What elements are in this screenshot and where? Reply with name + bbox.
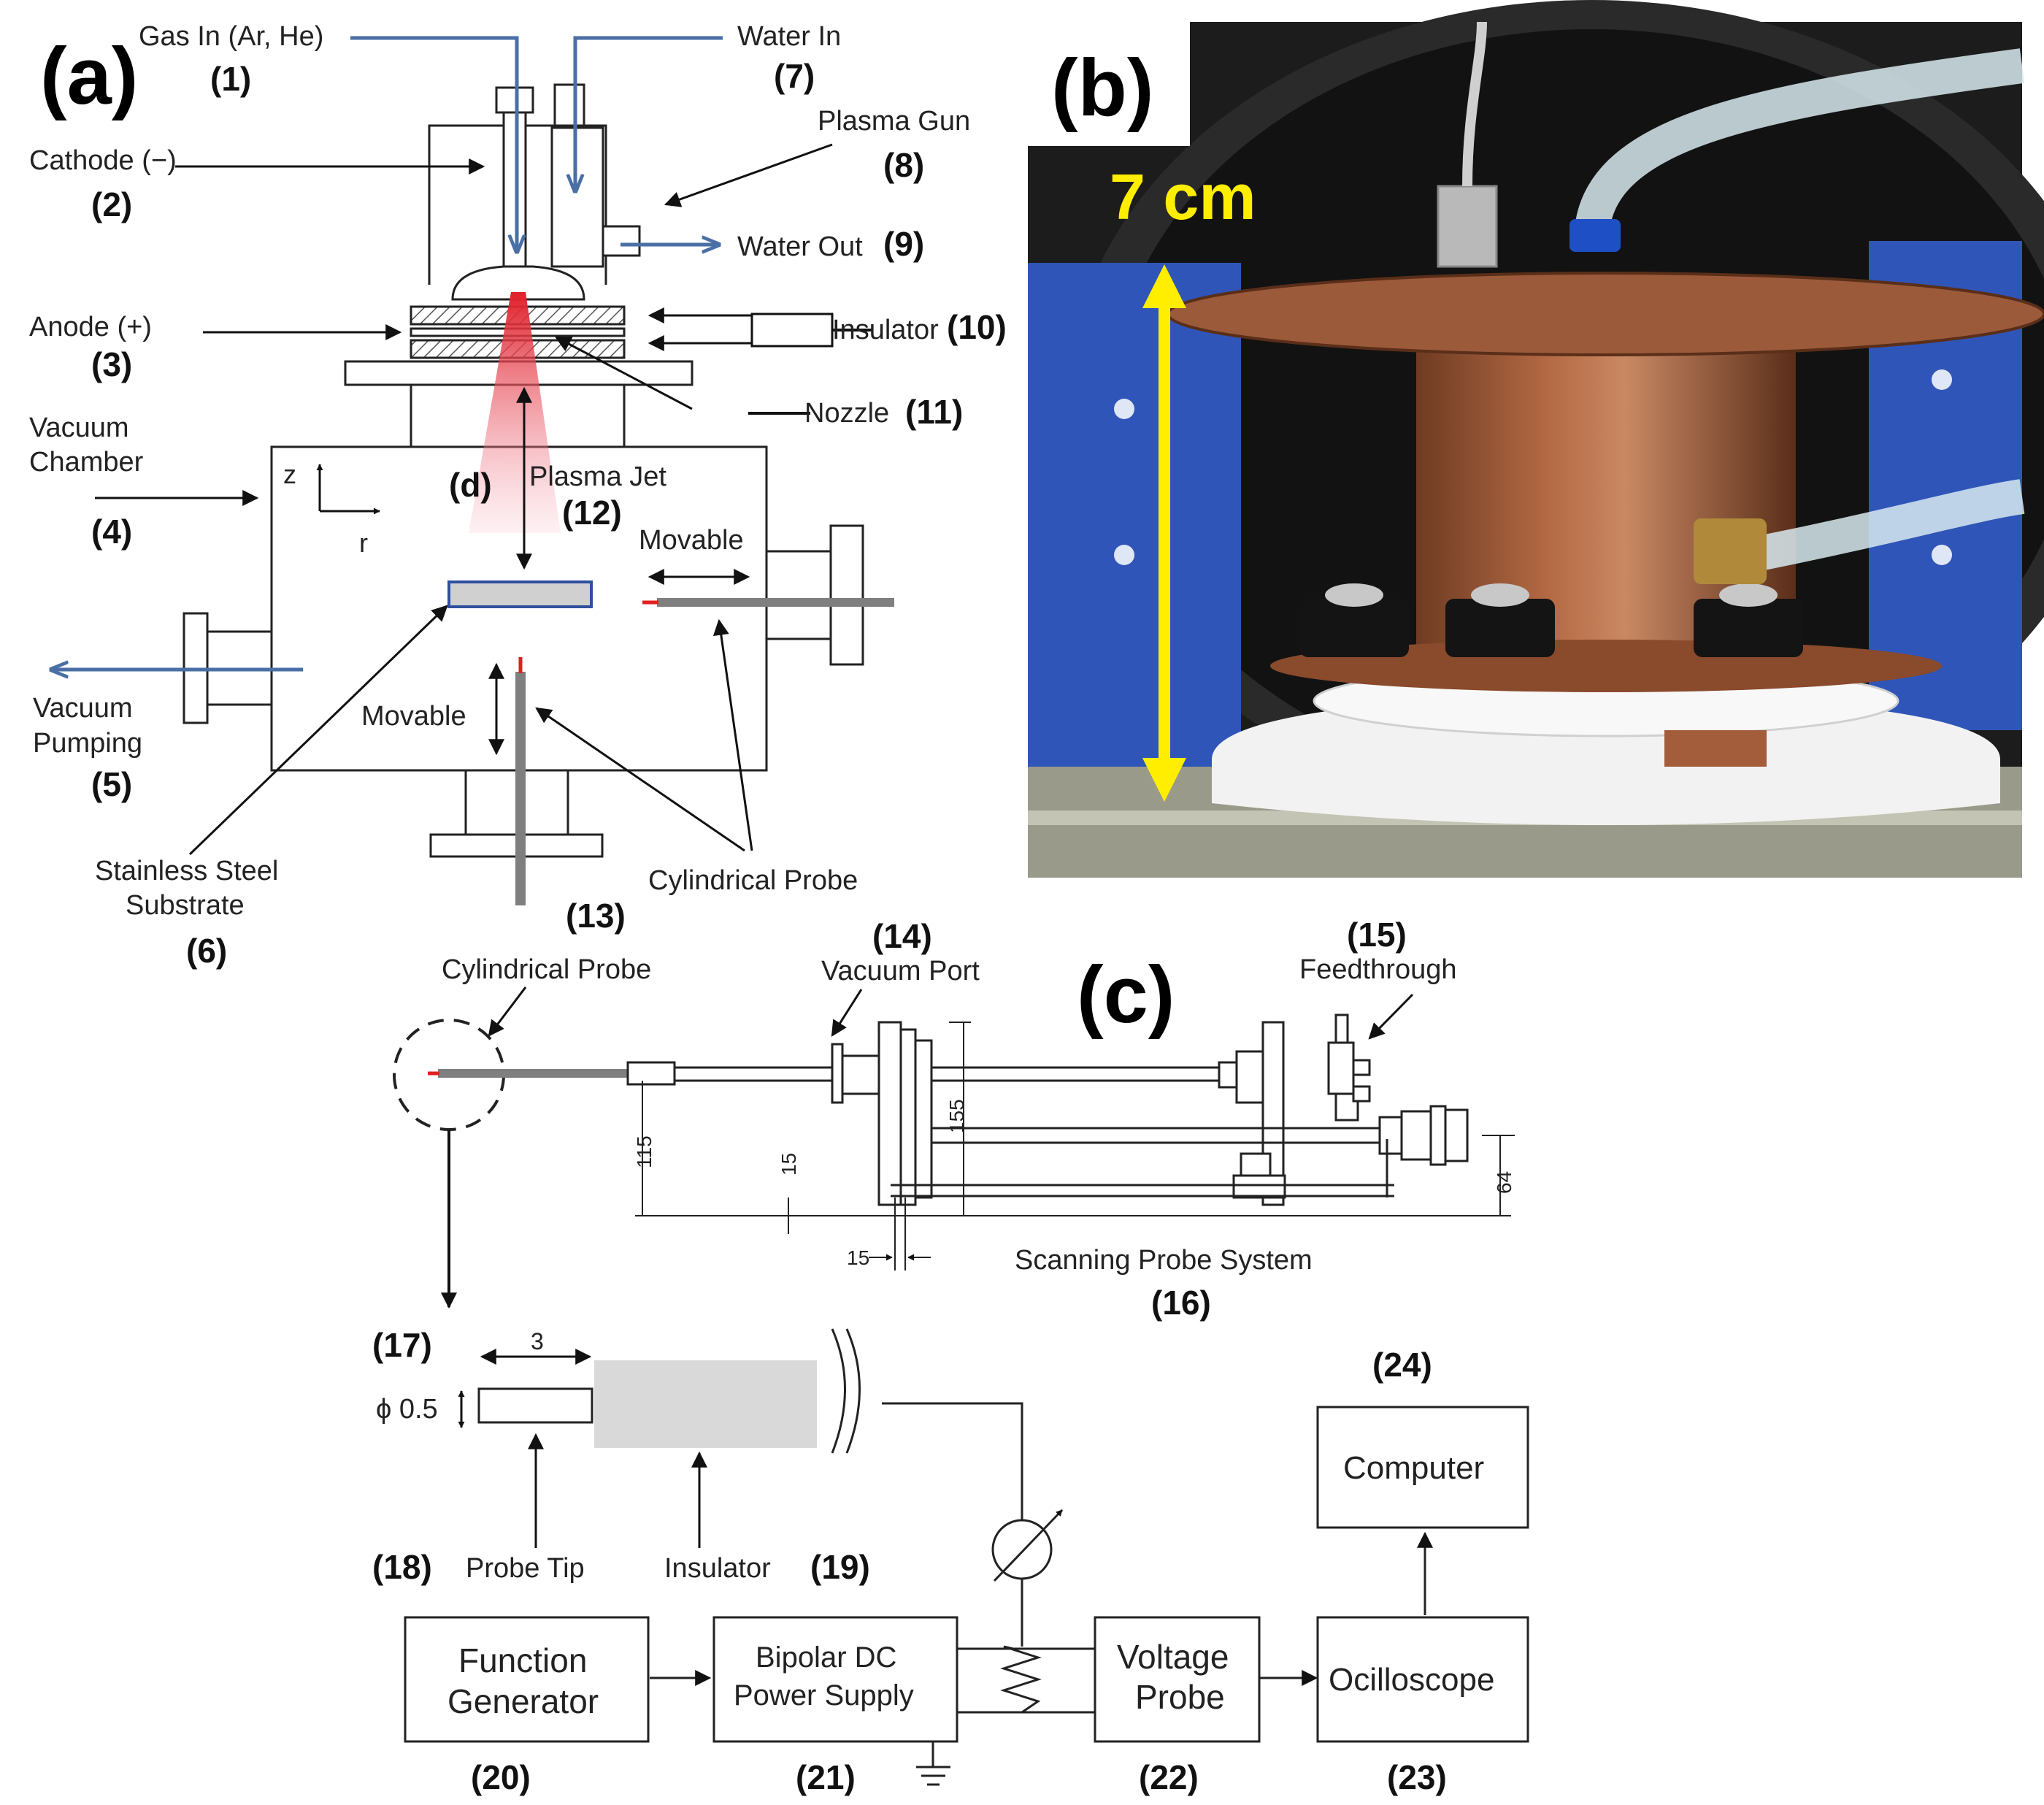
dim-15-vertical: 15: [777, 1153, 800, 1176]
axis-r-label: r: [359, 528, 368, 558]
gas-in-label: Gas In (Ar, He): [139, 21, 323, 52]
oscilloscope-label: Ocilloscope: [1329, 1662, 1494, 1698]
pointer-arrows: [95, 143, 872, 856]
label-12: (12): [562, 494, 622, 532]
dim-15-horizontal: 15: [847, 1246, 869, 1269]
dim-155: 155: [945, 1099, 968, 1133]
power-supply-box: [712, 1616, 958, 1743]
power-supply-label-2: Power Supply: [734, 1679, 914, 1712]
anode-label: Anode (+): [29, 312, 152, 342]
dim-64: 64: [1493, 1171, 1515, 1194]
label-13: (13): [566, 897, 626, 935]
label-1: (1): [210, 60, 251, 98]
label-5: (5): [91, 765, 132, 803]
function-generator-label-1: Function: [458, 1641, 587, 1679]
label-15: (15): [1347, 916, 1407, 954]
label-8: (8): [883, 146, 924, 184]
power-supply-label-1: Bipolar DC: [756, 1641, 896, 1674]
label-17: (17): [372, 1326, 432, 1364]
plasma-jet-label: Plasma Jet: [529, 461, 666, 492]
label-2: (2): [91, 185, 132, 223]
nozzle-label: Nozzle: [804, 398, 889, 429]
cylindrical-probe-label-a: Cylindrical Probe: [648, 865, 858, 896]
label-14: (14): [872, 917, 932, 955]
probe-tip-label: Probe Tip: [466, 1553, 585, 1584]
scale-label: 7 cm: [1110, 161, 1256, 233]
label-6: (6): [186, 932, 227, 970]
cylindrical-probes: [515, 598, 894, 905]
label-11: (11): [905, 393, 963, 431]
panel-a-label: (a): [40, 31, 138, 121]
panel-b-photo: (b) 7 cm: [1028, 0, 2044, 878]
dim-115: 115: [633, 1135, 656, 1168]
label-9: (9): [883, 225, 924, 263]
label-10: (10): [947, 308, 1007, 346]
water-in-label: Water In: [737, 21, 841, 52]
panel-c-labels: Cylindrical Probe (14) Vacuum Port (15) …: [372, 916, 1494, 1796]
label-16: (16): [1151, 1284, 1211, 1322]
vacuum-pumping-label-2: Pumping: [33, 728, 142, 759]
axis-z-label: z: [283, 459, 296, 489]
phi-label: ϕ 0.5: [376, 1394, 438, 1425]
function-generator-label-2: Generator: [447, 1682, 599, 1720]
label-23: (23): [1387, 1758, 1447, 1796]
instrument-boxes: [404, 1406, 1529, 1743]
panel-a-labels: Gas In (Ar, He) (1) Water In (7) Cathode…: [29, 21, 1007, 970]
plasma-gun-label: Plasma Gun: [818, 106, 970, 137]
label-19: (19): [810, 1548, 870, 1586]
label-22: (22): [1139, 1758, 1199, 1796]
substrate-label-2: Substrate: [126, 890, 245, 921]
substrate: [447, 580, 593, 608]
probe-tip: [477, 1387, 593, 1424]
label-24: (24): [1372, 1346, 1432, 1384]
label-7: (7): [774, 57, 815, 95]
panel-a: (a): [29, 21, 1007, 970]
insulator-label-c: Insulator: [664, 1553, 771, 1584]
cathode-label: Cathode (−): [29, 145, 177, 176]
function-generator-box: [404, 1616, 650, 1743]
vacuum-chamber-label-1: Vacuum: [29, 413, 129, 443]
voltage-probe-box: [1094, 1616, 1261, 1743]
substrate-label-1: Stainless Steel: [95, 856, 278, 886]
plasma-jet: [469, 292, 561, 533]
scanning-system-label: Scanning Probe System: [1015, 1245, 1313, 1276]
insulator-label: Insulator: [832, 315, 939, 345]
dimension-lines: [635, 1022, 1515, 1271]
vacuum-pumping-label-1: Vacuum: [33, 693, 133, 724]
vacuum-chamber-label-2: Chamber: [29, 447, 144, 478]
flow-arrows: [51, 36, 723, 670]
label-4: (4): [91, 513, 132, 551]
water-out-label: Water Out: [737, 231, 863, 262]
voltage-probe-label-2: Probe: [1135, 1678, 1225, 1716]
distance-d-label: (d): [449, 466, 492, 504]
label-21: (21): [796, 1758, 856, 1796]
panel-b-label: (b): [1051, 43, 1153, 133]
scanning-probe-drawing: [393, 1013, 1469, 1206]
plasma-gun-body: [428, 83, 641, 301]
computer-label: Computer: [1343, 1450, 1484, 1486]
movable-horizontal-label: Movable: [639, 525, 744, 556]
vacuum-port-label: Vacuum Port: [821, 956, 980, 986]
circuit: [650, 1402, 1433, 1786]
movable-vertical-label: Movable: [361, 701, 466, 732]
probe-tip-detail: [477, 1328, 861, 1454]
dim-3: 3: [531, 1328, 544, 1354]
feedthrough-label: Feedthrough: [1299, 954, 1457, 985]
computer-box: [1316, 1406, 1529, 1529]
oscilloscope-box: [1316, 1616, 1529, 1743]
label-18: (18): [372, 1548, 432, 1586]
voltage-probe-label-1: Voltage: [1117, 1638, 1229, 1676]
panel-c: (c): [372, 916, 1529, 1796]
label-3: (3): [91, 345, 132, 383]
probe-insulator: [594, 1360, 817, 1448]
label-20: (20): [471, 1758, 531, 1796]
panel-c-label: (c): [1077, 950, 1175, 1040]
cylindrical-probe-label-c: Cylindrical Probe: [442, 954, 651, 985]
panel-c-pointers: [441, 986, 1414, 1548]
